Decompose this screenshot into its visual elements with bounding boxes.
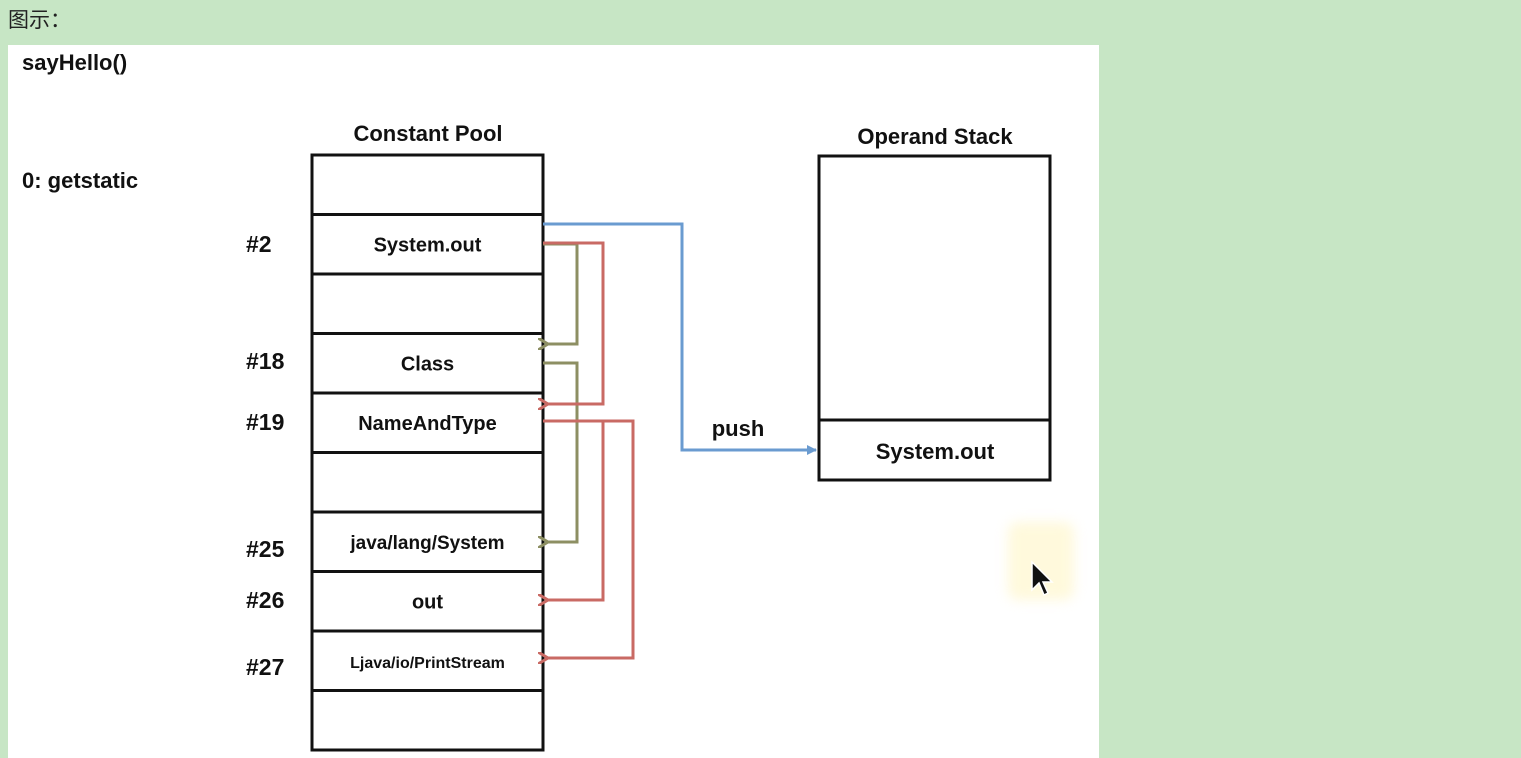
ref-arrow-18-to-25 bbox=[543, 361, 579, 542]
constant-pool-entry-value: Ljava/io/PrintStream bbox=[350, 655, 505, 672]
constant-pool-title: Constant Pool bbox=[353, 121, 502, 146]
ref-arrow-2-to-19 bbox=[543, 241, 605, 404]
operand-stack-top-slot bbox=[817, 418, 1052, 482]
ref-arrow-19-to-27 bbox=[543, 419, 635, 658]
constant-pool-index-label: #27 bbox=[246, 654, 284, 680]
constant-pool-index-label: #19 bbox=[246, 409, 284, 435]
mouse-pointer-icon bbox=[1031, 560, 1054, 597]
constant-pool-slot bbox=[310, 451, 545, 514]
ref-arrow-19-to-26 bbox=[543, 419, 605, 600]
constant-pool-entry-value: NameAndType bbox=[358, 413, 497, 435]
constant-pool-entry-value: System.out bbox=[374, 234, 482, 256]
instruction-label: 0: getstatic bbox=[22, 168, 138, 193]
method-title: sayHello() bbox=[22, 50, 127, 75]
constant-pool-entry-value: java/lang/System bbox=[349, 533, 504, 554]
constant-pool-entry-value: Class bbox=[401, 353, 454, 375]
ref-arrow-2-to-18 bbox=[543, 242, 579, 344]
constant-pool-index-label: #25 bbox=[246, 536, 285, 562]
operand-stack-empty-area bbox=[817, 154, 1052, 422]
push-arrow bbox=[543, 222, 817, 455]
operand-stack-value: System.out bbox=[876, 439, 995, 464]
push-label: push bbox=[712, 416, 765, 441]
constant-pool-slot bbox=[310, 272, 545, 335]
constant-pool-index-label: #18 bbox=[246, 348, 285, 374]
constant-pool-index-label: #2 bbox=[246, 231, 272, 257]
constant-pool-slot bbox=[310, 153, 545, 216]
constant-pool-index-label: #26 bbox=[246, 587, 284, 613]
caption-text: 图示： bbox=[8, 8, 71, 32]
constant-pool-entry-value: out bbox=[412, 591, 443, 613]
constant-pool-slot bbox=[310, 689, 545, 752]
operand-stack-title: Operand Stack bbox=[857, 124, 1013, 149]
